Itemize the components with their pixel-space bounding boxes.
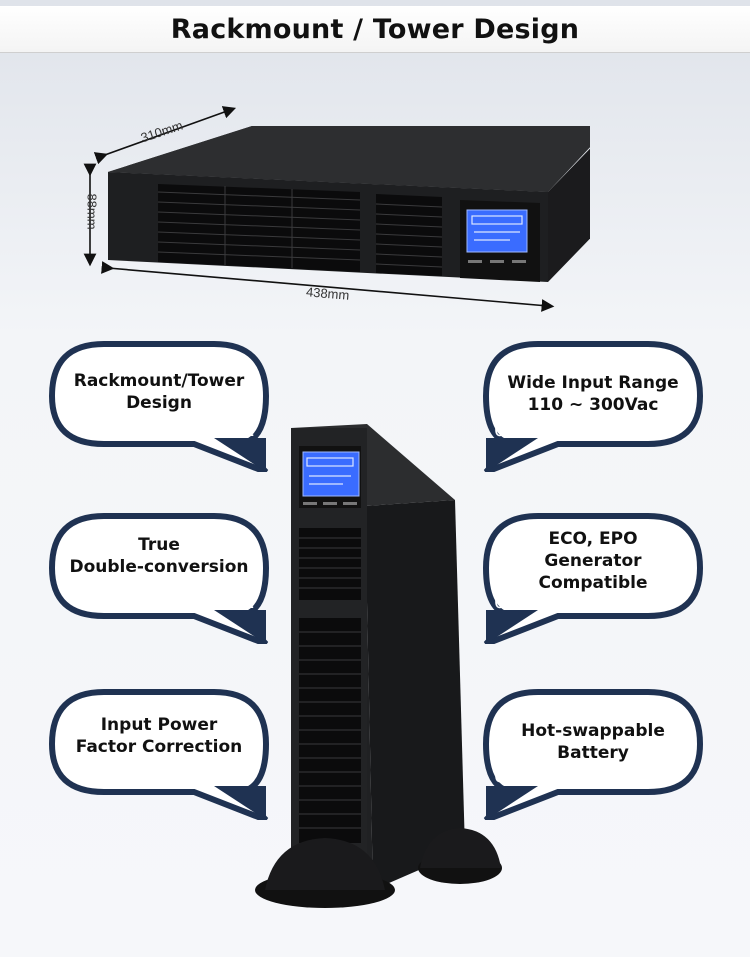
feature-bubble-03: Input Power Factor Correction 03 xyxy=(44,688,274,820)
feature-number-02: 02 xyxy=(232,592,255,613)
feature-number-03: 03 xyxy=(232,766,255,787)
feature-number-01: 01 xyxy=(232,420,255,441)
feature-text-04: Wide Input Range 110 ~ 300Vac xyxy=(507,373,679,415)
feature-text-03: Input Power Factor Correction xyxy=(75,715,243,757)
feature-bubble-06: Hot-swappable Battery 06 xyxy=(478,688,708,820)
feature-bubble-02: True Double-conversion 02 xyxy=(44,512,274,644)
page-title-bar: Rackmount / Tower Design xyxy=(0,6,750,53)
feature-number-04: 04 xyxy=(494,420,517,441)
feature-text-05: ECO, EPO Generator Compatible xyxy=(538,529,648,593)
feature-number-05: 05 xyxy=(494,592,517,613)
feature-bubble-04: Wide Input Range 110 ~ 300Vac 04 xyxy=(478,340,708,472)
page-title: Rackmount / Tower Design xyxy=(170,13,580,45)
feature-text-01: Rackmount/Tower Design xyxy=(73,371,245,413)
feature-text-02: True Double-conversion xyxy=(69,535,249,577)
feature-bubble-05: ECO, EPO Generator Compatible 05 xyxy=(478,512,708,644)
rackmount-ups-image xyxy=(83,106,590,312)
feature-text-06: Hot-swappable Battery xyxy=(521,721,665,763)
feature-bubble-01: Rackmount/Tower Design 01 xyxy=(44,340,274,472)
feature-number-06: 06 xyxy=(494,766,517,787)
height-dimension-label: 88mm xyxy=(84,193,100,230)
tower-ups-image xyxy=(255,424,502,908)
